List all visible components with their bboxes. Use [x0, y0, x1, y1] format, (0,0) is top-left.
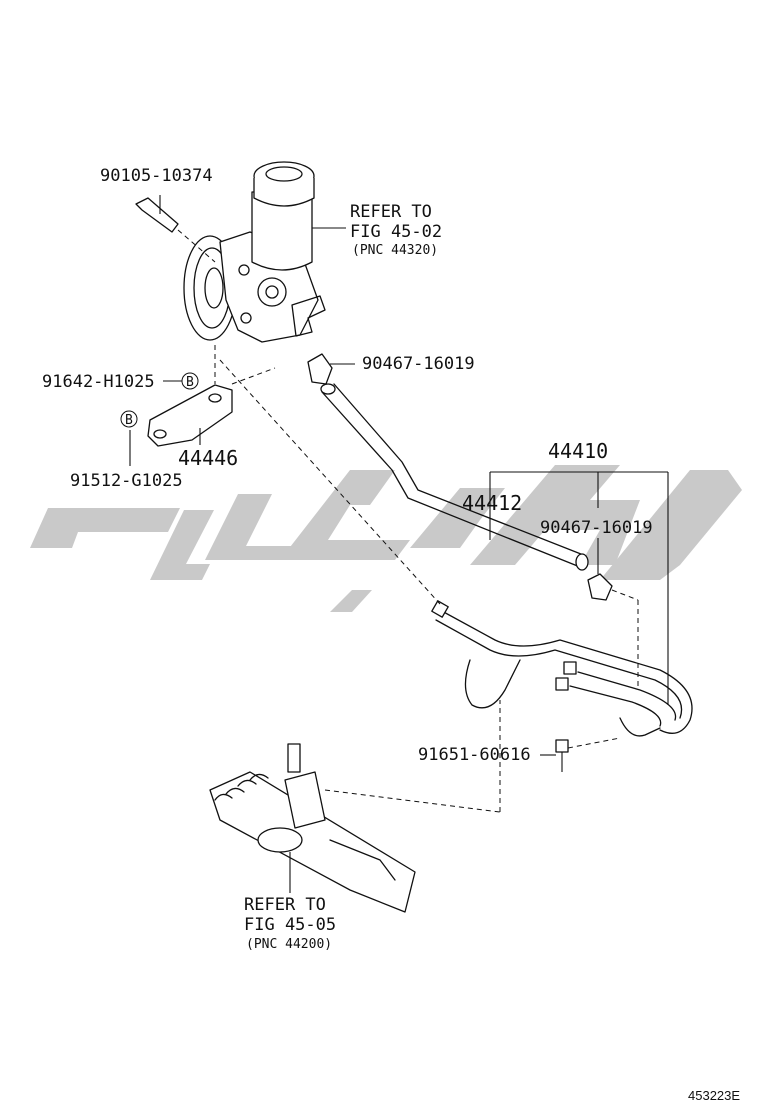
- badge-b-icon-stud: [120, 410, 138, 428]
- badge-b-stud: B: [125, 413, 133, 428]
- label-bracket-44446: 44446: [178, 446, 238, 470]
- label-gear-ref-line3: (PNC 44200): [246, 937, 332, 952]
- badge-b-nut: B: [186, 375, 194, 390]
- steering-gear: [209, 700, 501, 913]
- label-reservoir-ref-line3: (PNC 44320): [352, 243, 438, 258]
- bracket-44446: [147, 345, 276, 447]
- label-pressure-hose-44412: 44412: [462, 491, 522, 515]
- label-nut-91642-H1025: 91642-H1025: [42, 372, 155, 392]
- power-steering-pump: [183, 161, 326, 343]
- label-bolt-90105-10374: 90105-10374: [100, 166, 213, 186]
- label-bolt-91651-60616: 91651-60616: [418, 745, 531, 765]
- label-gear-ref-line2: FIG 45-05: [244, 915, 336, 935]
- label-hose-assembly-44410: 44410: [548, 439, 608, 463]
- label-clamp-90467-16019-right: 90467-16019: [540, 518, 653, 538]
- pressure-hose-44412: [320, 383, 589, 571]
- hose-assembly-44410: [219, 359, 693, 737]
- bolt-90105-10374: [135, 195, 216, 263]
- diagram-id: 453223E: [688, 1088, 740, 1103]
- bolt-91651-60616: [540, 737, 621, 772]
- label-reservoir-ref-line1: REFER TO: [350, 202, 432, 222]
- clamp-90467-16019-top: [307, 353, 355, 385]
- label-clamp-90467-16019-top: 90467-16019: [362, 354, 475, 374]
- label-gear-ref-line1: REFER TO: [244, 895, 326, 915]
- label-reservoir-ref-line2: FIG 45-02: [350, 222, 442, 242]
- badge-b-icon: [181, 372, 199, 390]
- label-stud-91512-G1025: 91512-G1025: [70, 471, 183, 491]
- hose-assembly-bracket: [489, 471, 669, 705]
